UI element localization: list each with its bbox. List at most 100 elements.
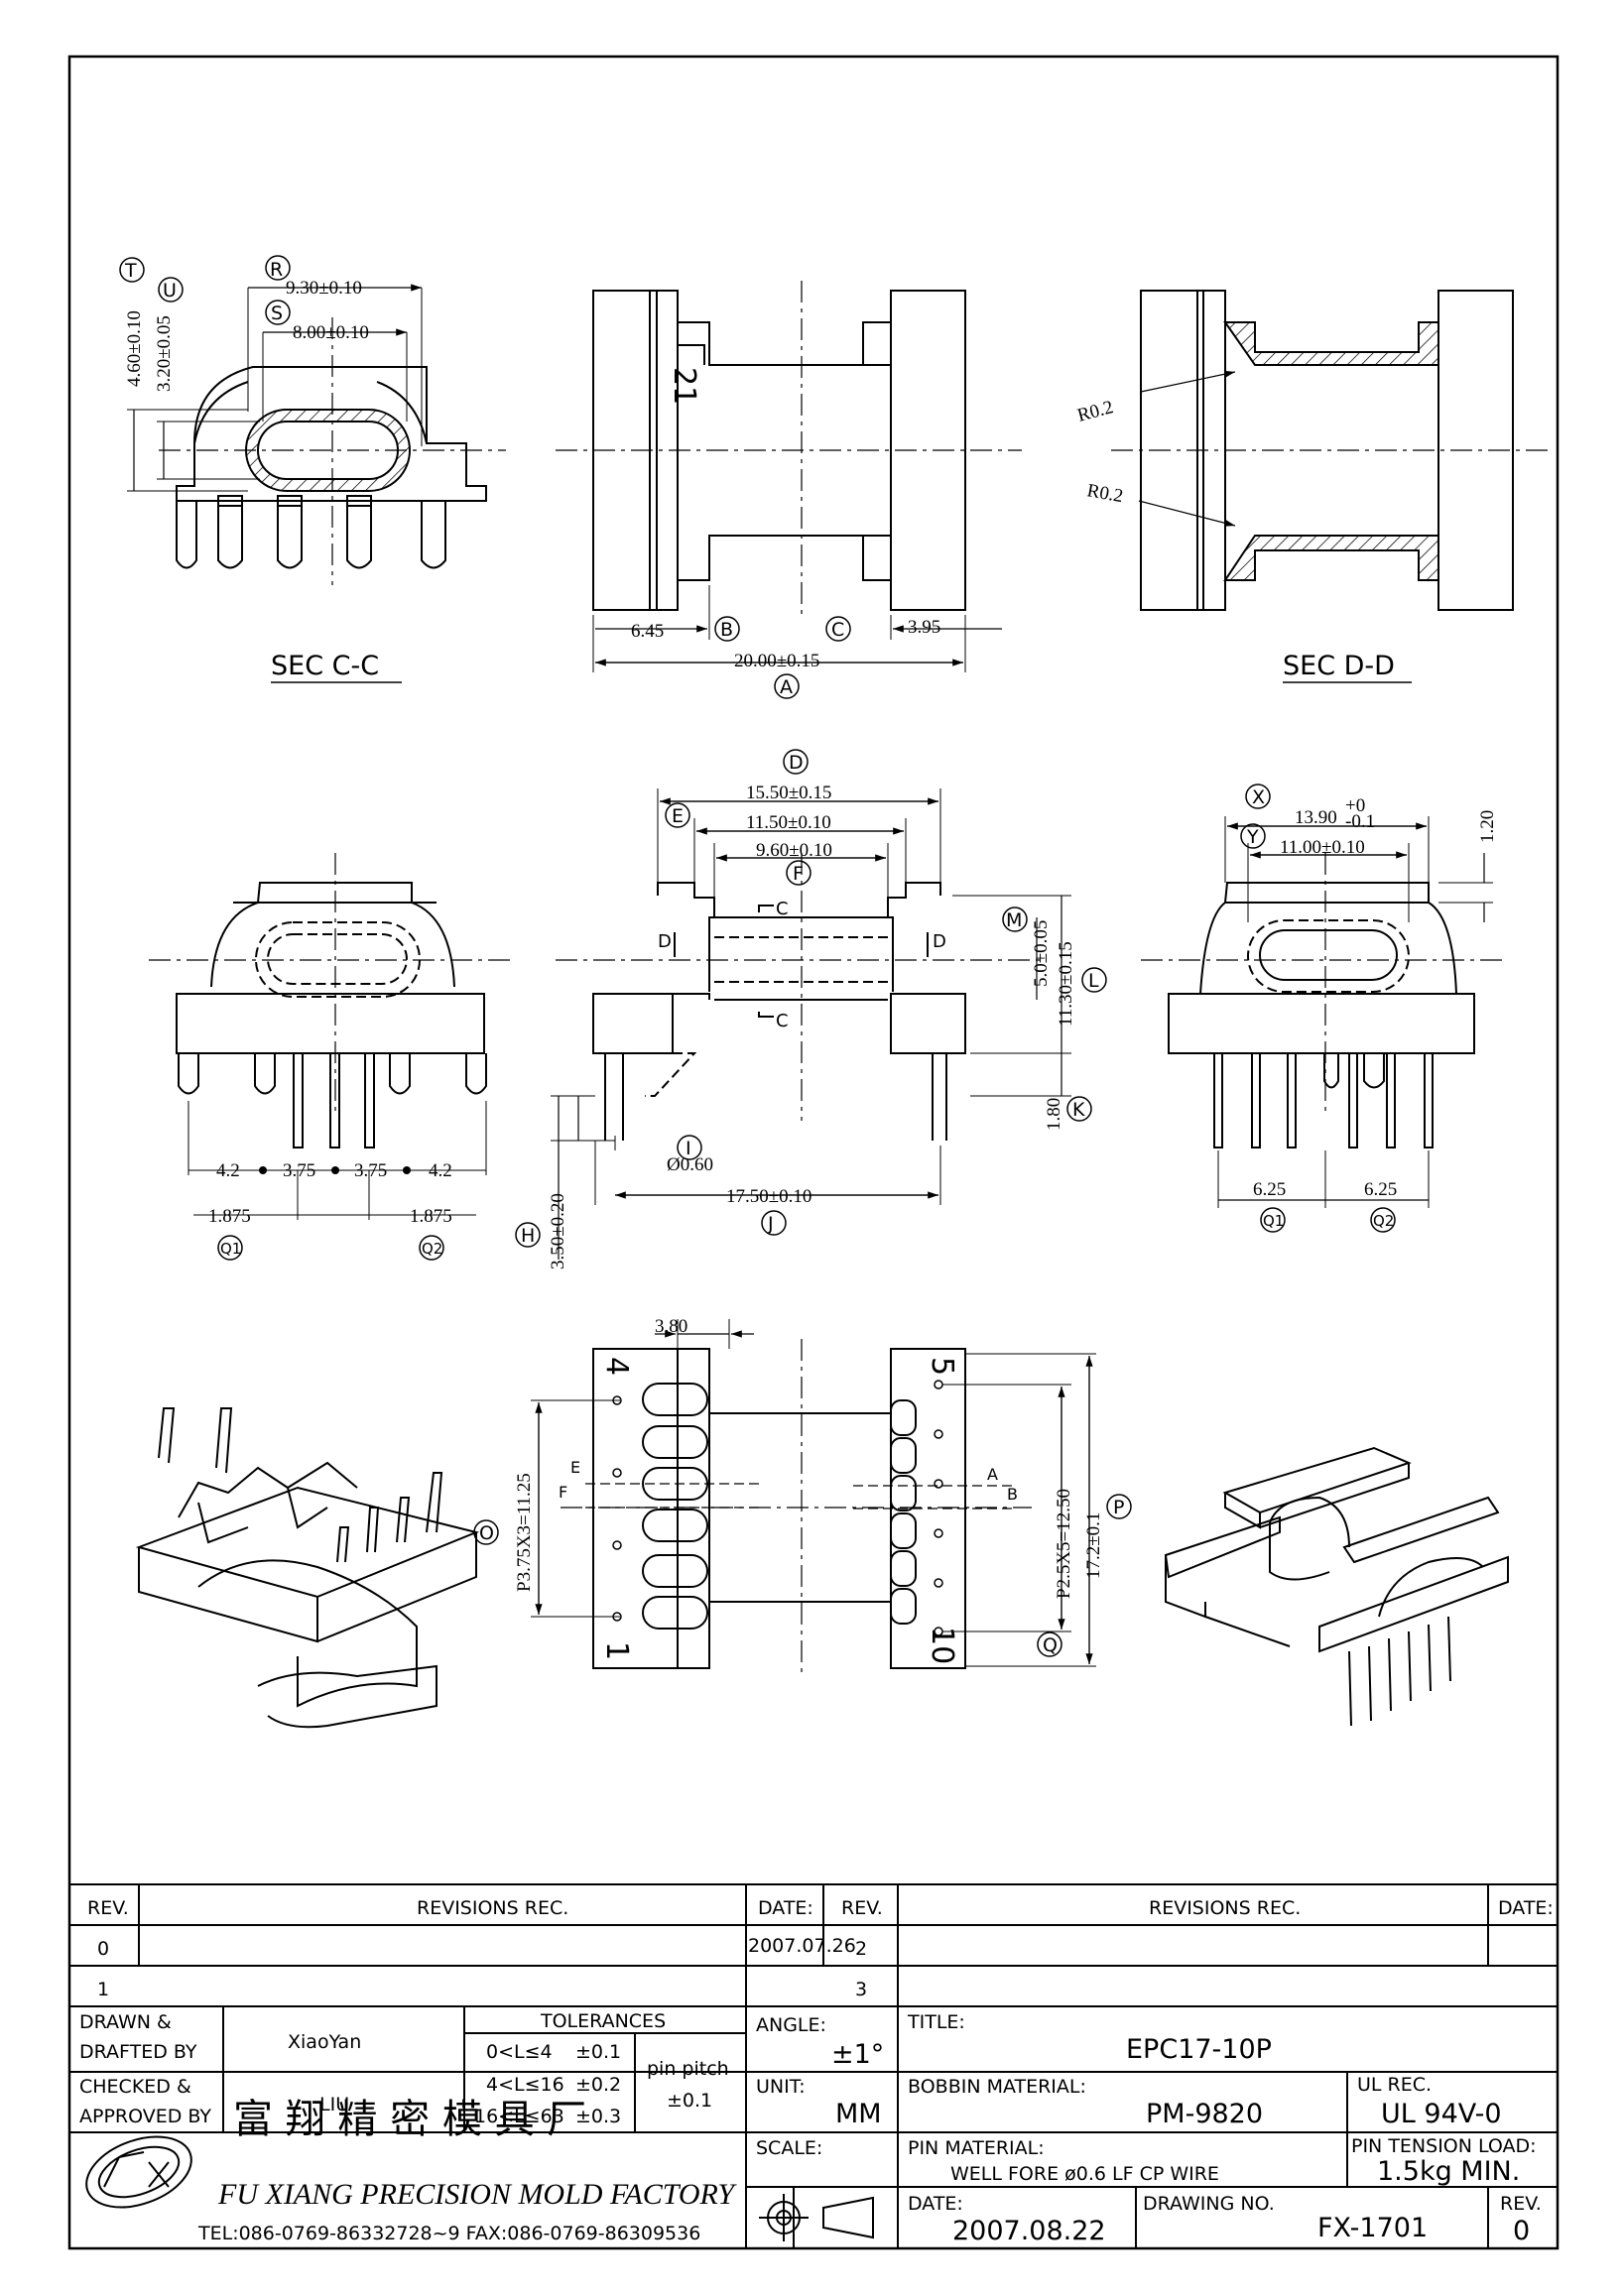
tolerance-value-0: ±0.1 <box>575 2041 621 2063</box>
pin-pitch-label: pin pitch <box>647 2058 729 2080</box>
dim-X-tol-up: +0 <box>1345 795 1365 816</box>
tag-T: T <box>119 257 145 283</box>
tag-H: H <box>515 1222 541 1248</box>
tag-U: U <box>158 277 184 302</box>
dim-R-label: 9.30±0.10 <box>286 278 362 299</box>
date-header-left: DATE: <box>758 1897 813 1919</box>
svg-text:I: I <box>686 1138 691 1159</box>
drawing-no-label: DRAWING NO. <box>1143 2193 1275 2215</box>
svg-text:H: H <box>521 1225 535 1247</box>
rev-row-0-right: 2 <box>855 1938 867 1960</box>
sec-cc-title: SEC C-C <box>271 651 379 681</box>
rev-row-1-right: 3 <box>855 1979 867 2000</box>
pin-tension-value: 1.5kg MIN. <box>1377 2156 1520 2187</box>
angle-label: ANGLE: <box>756 2014 826 2036</box>
dim-J-label: 17.50±0.10 <box>726 1186 812 1207</box>
date-label: DATE: <box>908 2193 963 2215</box>
company-name-en: FU XIANG PRECISION MOLD FACTORY <box>217 2178 737 2211</box>
dim-D-label: 15.50±0.15 <box>746 783 831 803</box>
dim-P2-label: 17.2±0.1 <box>1083 1512 1104 1579</box>
dim-S-label: 8.00±0.10 <box>293 322 369 343</box>
checked-by-value: LIU <box>319 2094 349 2115</box>
dim-H-label: 3.50±0.20 <box>548 1193 568 1269</box>
date-header-right: DATE: <box>1498 1897 1554 1919</box>
tag-Y: Y <box>1240 823 1266 849</box>
rev-row-1: 1 <box>97 1979 109 2000</box>
svg-text:Q1: Q1 <box>220 1240 241 1258</box>
svg-text:Q: Q <box>1043 1634 1058 1656</box>
svg-text:Q2: Q2 <box>422 1240 442 1258</box>
bobbin-label: BOBBIN MATERIAL: <box>908 2076 1086 2098</box>
view-right-front <box>1141 816 1508 1208</box>
svg-text:F: F <box>793 863 804 885</box>
company-name-cn: 富 翔 精 密 模 具 厂 <box>233 2097 586 2142</box>
bobbin-value: PM-9820 <box>1146 2099 1263 2129</box>
section-mark-d-left: D <box>658 931 672 952</box>
svg-text:X: X <box>1252 786 1265 808</box>
dim-Q1-right: 6.25 <box>1253 1179 1286 1200</box>
section-mark-c-top: C <box>776 899 789 919</box>
svg-text:L: L <box>1088 970 1099 992</box>
rev-row-0: 0 <box>97 1938 109 1960</box>
ul-label: UL REC. <box>1357 2074 1432 2096</box>
svg-text:Y: Y <box>1246 826 1259 848</box>
svg-text:Q2: Q2 <box>1373 1212 1394 1230</box>
checked-label: CHECKED & <box>79 2076 191 2098</box>
pin-number-10: 10 <box>925 1627 959 1664</box>
dim-X-tol-dn: -0.1 <box>1345 811 1375 832</box>
tag-P: P <box>1106 1494 1132 1519</box>
dim-L-label: 11.30±0.15 <box>1056 941 1076 1027</box>
view-sec-dd <box>1111 290 1548 611</box>
tolerance-value-2: ±0.3 <box>575 2106 621 2127</box>
projection-symbol-icon <box>759 2194 874 2241</box>
radius-label-2: R0.2 <box>1085 480 1125 507</box>
svg-text:Q1: Q1 <box>1263 1212 1284 1230</box>
rev-row-0-date: 2007.07.26 <box>748 1935 856 1957</box>
drawn-label: DRAWN & <box>79 2011 172 2033</box>
rev-header-right: REV. <box>841 1897 883 1919</box>
rev-label: REV. <box>1500 2193 1542 2215</box>
pin-material-value: WELL FORE ø0.6 LF CP WIRE <box>950 2163 1219 2185</box>
tag-S: S <box>265 300 291 325</box>
tag-D: D <box>783 749 809 775</box>
tolerances-title: TOLERANCES <box>540 2010 666 2032</box>
tag-J: J <box>761 1210 787 1236</box>
tag-Q1-left: Q1 <box>217 1235 243 1261</box>
tag-K: K <box>1066 1096 1092 1122</box>
tolerance-range-2: 16<L≤63 <box>474 2106 564 2127</box>
sheet-border <box>67 55 1560 2250</box>
tag-F: F <box>786 860 812 886</box>
dim-pitch-inner-left: 3.75 <box>283 1160 315 1181</box>
pin-number-4: 4 <box>599 1357 634 1376</box>
dim-O-label: P3.75X3=11.25 <box>514 1473 535 1592</box>
tag-C: C <box>825 616 851 642</box>
company-logo <box>85 2135 192 2209</box>
pin-mark-21: 21 <box>667 367 701 405</box>
dim-T-label: 4.60±0.10 <box>124 310 145 387</box>
tag-Q2-right: Q2 <box>1370 1207 1396 1233</box>
svg-text:T: T <box>124 260 137 282</box>
iso-view-right <box>1164 1446 1509 1727</box>
title-value: EPC17-10P <box>1126 2034 1272 2065</box>
tag-A: A <box>774 673 800 699</box>
section-mark-b: B <box>1007 1485 1018 1504</box>
dim-E-label: 11.50±0.10 <box>746 812 831 833</box>
pin-number-5: 5 <box>925 1357 959 1376</box>
dim-U-label: 3.20±0.05 <box>154 315 175 392</box>
tag-M: M <box>1002 906 1028 932</box>
radius-label-1: R0.2 <box>1075 397 1116 426</box>
dim-Q2-right: 6.25 <box>1364 1179 1397 1200</box>
dim-half-pitch-right: 1.875 <box>410 1206 452 1227</box>
rev-header: REV. <box>87 1897 129 1919</box>
svg-text:R: R <box>270 259 283 281</box>
section-mark-a: A <box>987 1465 998 1484</box>
dim-F-label: 9.60±0.10 <box>756 840 832 861</box>
tag-I: I <box>677 1135 702 1160</box>
dim-X-label: 13.90 <box>1295 807 1337 828</box>
dim-M-label: 5.0±0.05 <box>1031 920 1052 987</box>
revisions-header-left: REVISIONS REC. <box>417 1897 568 1919</box>
dim-top-label: 1.20 <box>1477 810 1498 843</box>
tag-Q1-right: Q1 <box>1260 1207 1286 1233</box>
date-value: 2007.08.22 <box>952 2216 1106 2246</box>
